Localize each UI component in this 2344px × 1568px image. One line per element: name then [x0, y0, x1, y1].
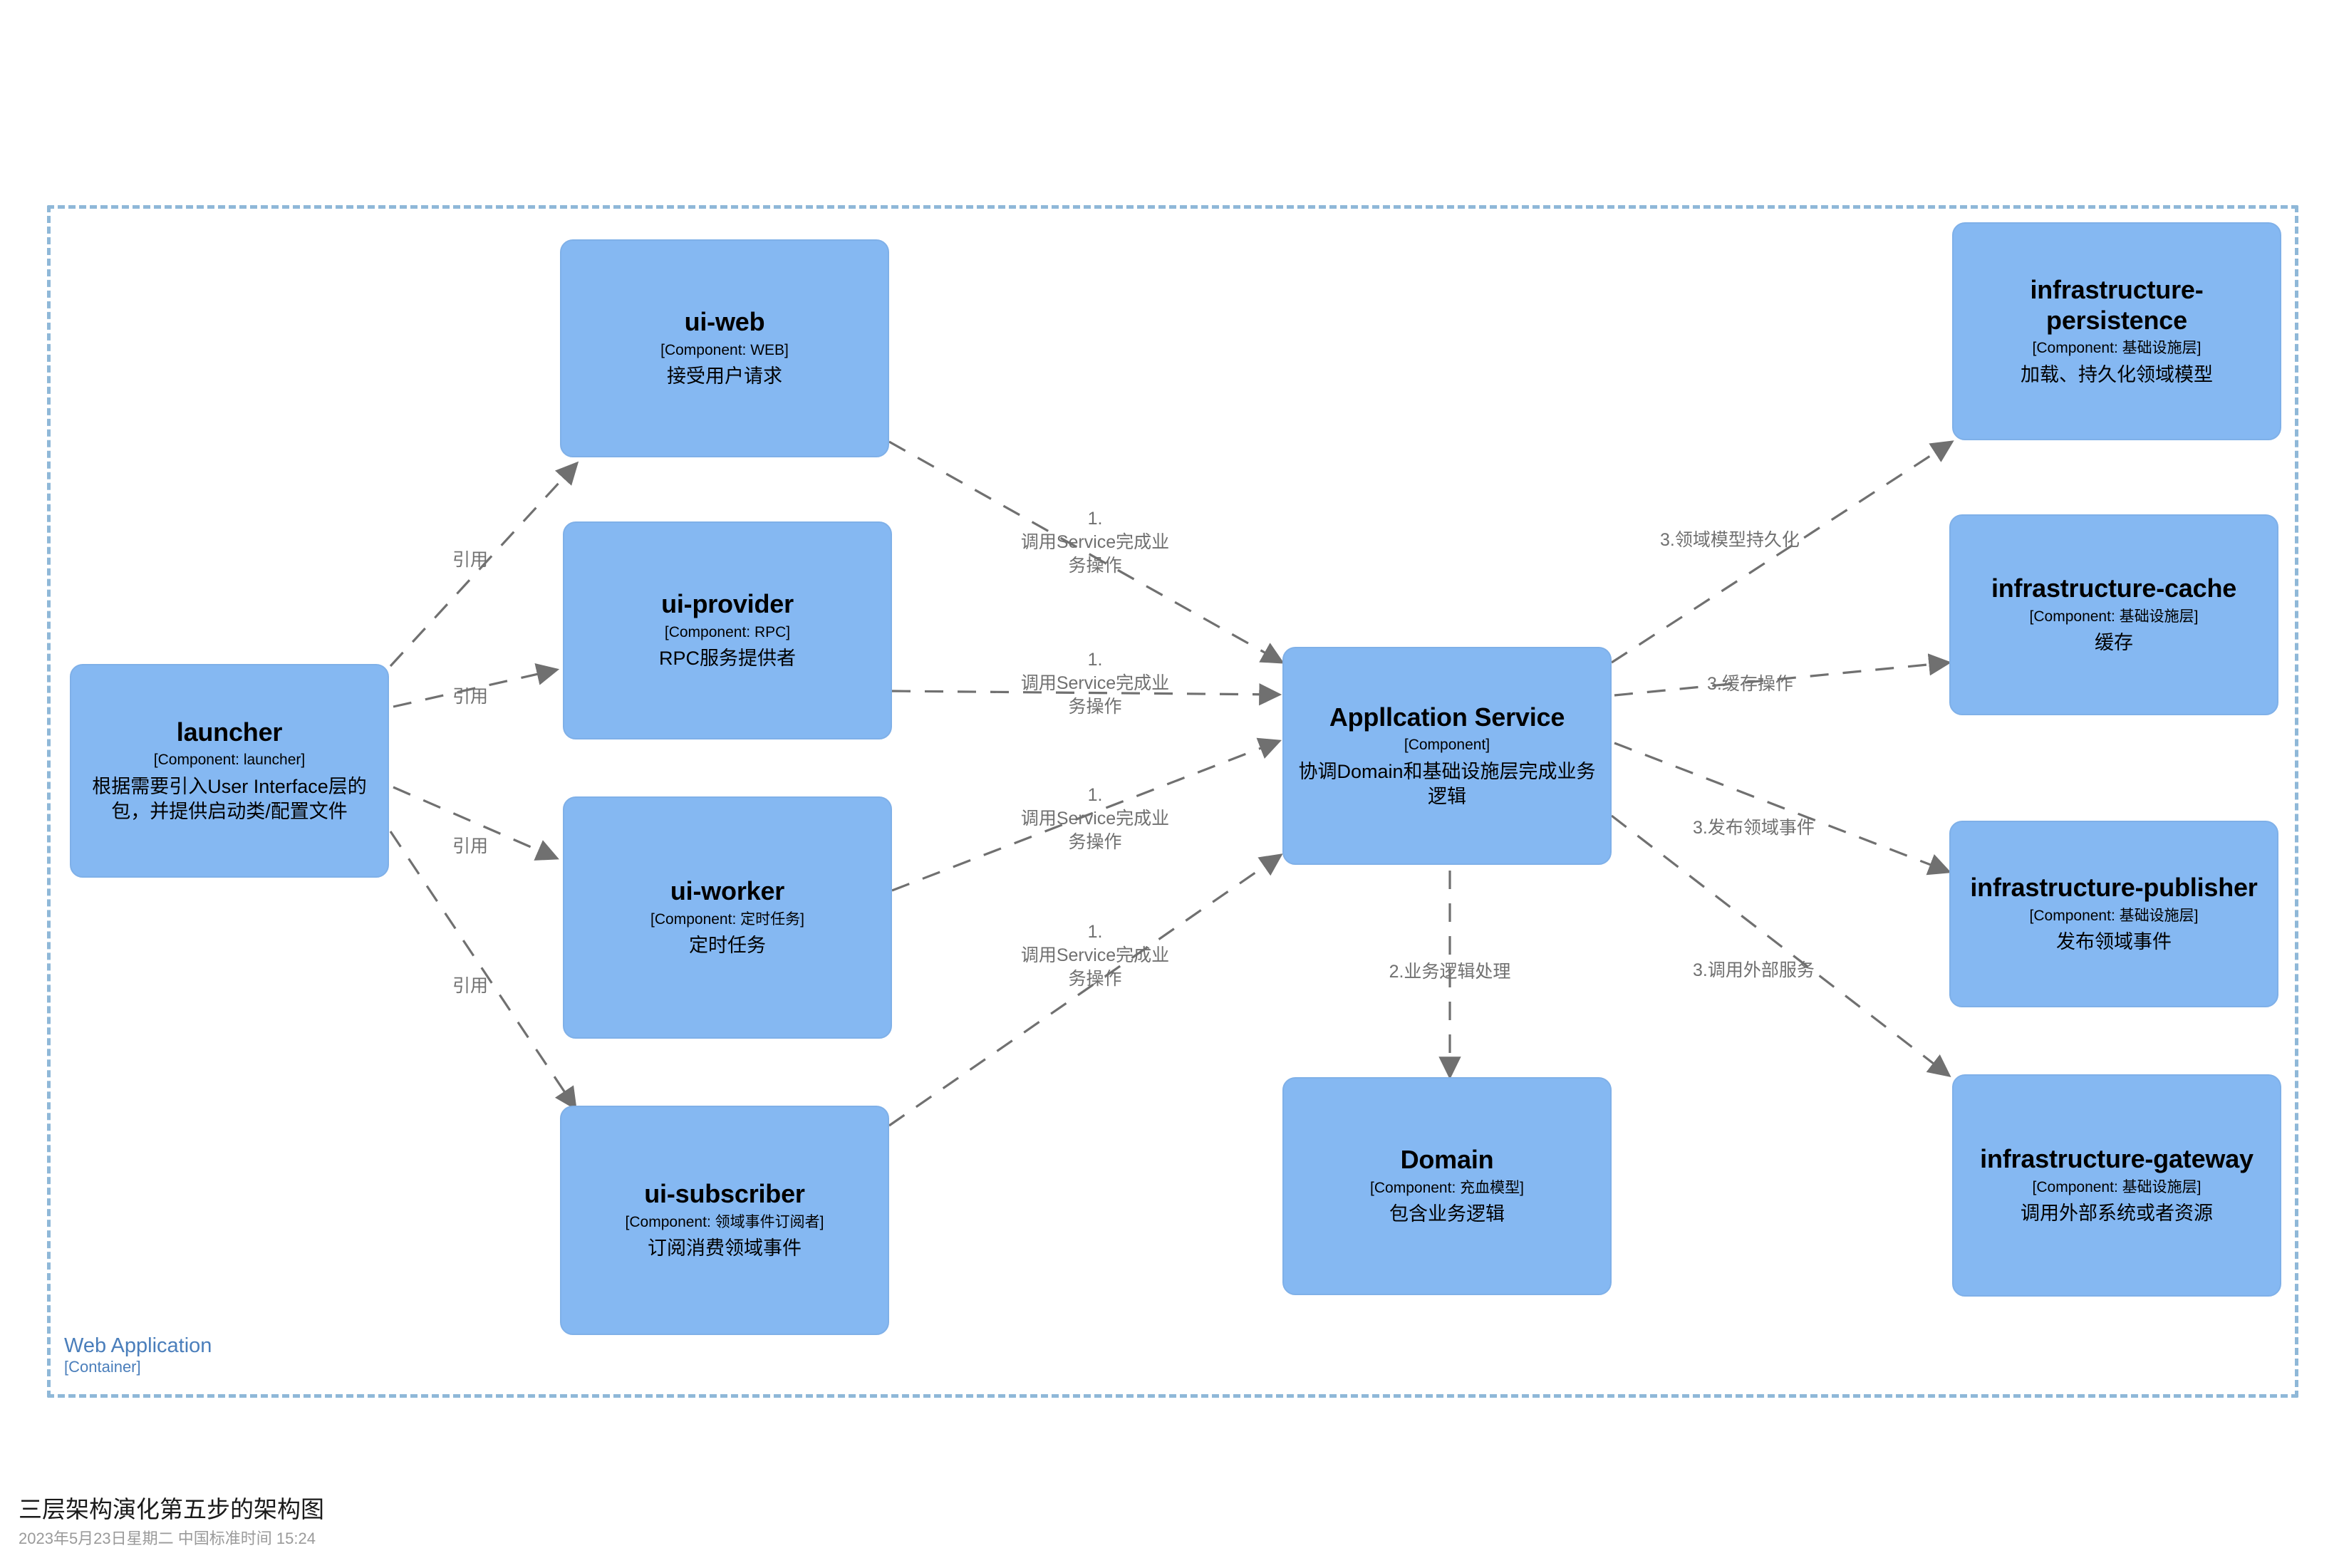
node-title: infrastructure-cache — [1991, 573, 2237, 603]
node-application-service[interactable]: Appllcation Service [Component] 协调Domain… — [1282, 647, 1612, 865]
node-infrastructure-publisher[interactable]: infrastructure-publisher [Component: 基础设… — [1949, 821, 2278, 1007]
container-name: Web Application — [64, 1334, 212, 1357]
edge-label-launcher-ui-provider: 引用 — [452, 687, 488, 707]
container-boundary-label: Web Application [Container] — [64, 1334, 212, 1376]
node-ui-worker[interactable]: ui-worker [Component: 定时任务] 定时任务 — [563, 796, 892, 1039]
diagram-title: 三层架构演化第五步的架构图 — [19, 1496, 324, 1522]
container-type: [Container] — [64, 1358, 141, 1376]
diagram-timestamp: 2023年5月23日星期二 中国标准时间 15:24 — [19, 1529, 316, 1547]
node-title: ui-web — [684, 307, 765, 337]
edge-label-application-service-gateway: 3.调用外部服务 — [1693, 960, 1815, 980]
edge-label-launcher-ui-worker: 引用 — [452, 836, 488, 856]
node-title: ui-worker — [670, 876, 785, 906]
node-desc: 协调Domain和基础设施层完成业务逻辑 — [1298, 760, 1596, 807]
edge-label-launcher-ui-subscriber: 引用 — [452, 976, 488, 996]
node-title: infrastructure-persistence — [2030, 275, 2204, 335]
node-infrastructure-gateway[interactable]: infrastructure-gateway [Component: 基础设施层… — [1952, 1074, 2281, 1297]
node-infrastructure-persistence[interactable]: infrastructure-persistence [Component: 基… — [1952, 222, 2281, 440]
node-domain[interactable]: Domain [Component: 充血模型] 包含业务逻辑 — [1282, 1077, 1612, 1295]
node-desc: 包含业务逻辑 — [1389, 1203, 1505, 1225]
edge-label-application-service-cache: 3.缓存操作 — [1707, 674, 1793, 694]
node-desc: 发布领域事件 — [2056, 931, 2172, 953]
node-tech: [Component: 基础设施层] — [2032, 340, 2202, 357]
node-desc: 定时任务 — [689, 935, 766, 957]
node-tech: [Component: 基础设施层] — [2032, 1178, 2202, 1195]
node-title: Domain — [1400, 1145, 1494, 1175]
node-desc: 根据需要引入User Interface层的包，并提供启动类/配置文件 — [92, 775, 367, 822]
node-title: ui-subscriber — [644, 1179, 805, 1209]
node-tech: [Component: 定时任务] — [650, 910, 804, 928]
edge-label-ui-web-application-service: 1. 调用Service完成业 务操作 — [1020, 509, 1170, 576]
node-tech: [Component: 基础设施层] — [2029, 608, 2199, 625]
diagram-caption: 三层架构演化第五步的架构图 2023年5月23日星期二 中国标准时间 15:24 — [19, 1495, 324, 1550]
node-desc: 订阅消费领域事件 — [648, 1237, 802, 1260]
node-infrastructure-cache[interactable]: infrastructure-cache [Component: 基础设施层] … — [1949, 514, 2278, 715]
container-boundary-web-application — [47, 205, 2298, 1398]
node-desc: 调用外部系统或者资源 — [2021, 1203, 2213, 1225]
edge-label-ui-subscriber-application-service: 1. 调用Service完成业 务操作 — [1020, 922, 1170, 989]
edge-label-application-service-publisher: 3.发布领域事件 — [1693, 818, 1815, 838]
edge-label-ui-worker-application-service: 1. 调用Service完成业 务操作 — [1020, 785, 1170, 852]
node-tech: [Component: RPC] — [664, 623, 791, 640]
node-title: launcher — [176, 717, 283, 747]
node-desc: 加载、持久化领域模型 — [2021, 363, 2213, 385]
node-tech: [Component] — [1404, 737, 1490, 754]
node-launcher[interactable]: launcher [Component: launcher] 根据需要引入Use… — [70, 664, 389, 878]
edge-label-application-service-persistence: 3.领域模型持久化 — [1660, 530, 1800, 550]
node-tech: [Component: WEB] — [660, 341, 789, 358]
node-ui-subscriber[interactable]: ui-subscriber [Component: 领域事件订阅者] 订阅消费领… — [560, 1106, 889, 1335]
node-ui-web[interactable]: ui-web [Component: WEB] 接受用户请求 — [560, 239, 889, 457]
node-tech: [Component: 领域事件订阅者] — [625, 1213, 824, 1230]
node-title: infrastructure-gateway — [1980, 1144, 2254, 1174]
node-tech: [Component: 基础设施层] — [2029, 907, 2199, 924]
node-desc: 缓存 — [2095, 632, 2133, 654]
node-title: Appllcation Service — [1329, 702, 1565, 732]
node-ui-provider[interactable]: ui-provider [Component: RPC] RPC服务提供者 — [563, 521, 892, 739]
node-desc: RPC服务提供者 — [658, 648, 796, 670]
node-title: infrastructure-publisher — [1970, 873, 2258, 903]
edge-label-ui-provider-application-service: 1. 调用Service完成业 务操作 — [1020, 650, 1170, 717]
node-tech: [Component: 充血模型] — [1370, 1179, 1524, 1196]
node-tech: [Component: launcher] — [153, 752, 306, 769]
node-desc: 接受用户请求 — [667, 365, 782, 388]
edge-label-launcher-ui-web: 引用 — [452, 550, 488, 570]
node-title: ui-provider — [661, 589, 794, 619]
edge-label-application-service-domain: 2.业务逻辑处理 — [1389, 962, 1511, 982]
